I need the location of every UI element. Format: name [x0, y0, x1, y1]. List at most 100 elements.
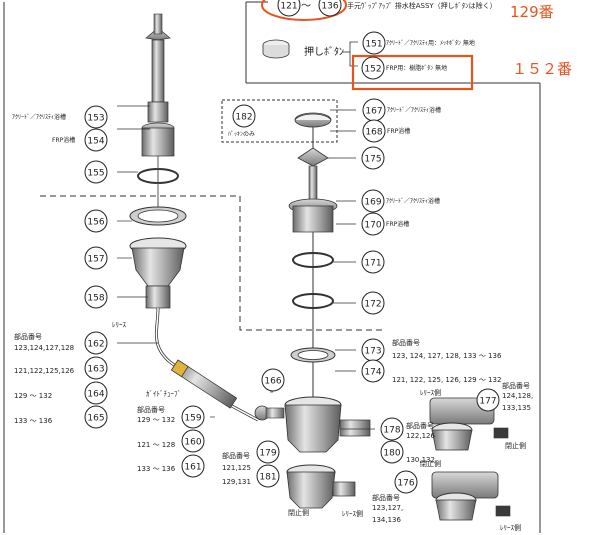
right-mid-title: 部品番号	[392, 338, 420, 347]
g176-title: 部品番号	[372, 493, 400, 502]
guide-group-2: 121 〜 128	[137, 441, 175, 449]
part-note-154: FRP浴槽	[52, 136, 75, 144]
side-notes: 部品番号 123,124,127,128 121,122,125,126 129…	[14, 321, 533, 532]
g177-title: 部品番号	[502, 381, 530, 390]
part-bubble-162	[84, 331, 108, 355]
part-number-158: 158	[87, 293, 104, 303]
g176-b: 134,136	[372, 516, 401, 524]
range-sep: 〜	[301, 1, 311, 12]
highlight-box-152	[351, 54, 474, 91]
left-group-2: 121,122,125,126	[14, 367, 75, 375]
closed-side-a: 閉止側	[288, 508, 309, 517]
closed-side-b: 閉止側	[505, 441, 526, 450]
g178-b: 130,132	[406, 456, 435, 464]
right-button-cap	[294, 112, 332, 150]
part-bubble-165	[84, 405, 108, 429]
part-bubble-152	[361, 56, 385, 80]
left-drain-body	[129, 206, 259, 422]
range-from: 121	[280, 2, 297, 12]
part-bubble-180	[380, 440, 404, 464]
part-bubble-176	[394, 470, 418, 494]
part-bubble-155	[84, 160, 108, 184]
closed-side-c: 閉止側	[420, 459, 441, 468]
part-bubble-172	[361, 291, 385, 315]
part-bubble-170	[361, 212, 385, 236]
frame-lines	[3, 1, 541, 533]
part-number-152: 152	[364, 64, 381, 74]
right-mid-group-2: 121, 122, 125, 126, 129 〜 132	[392, 376, 501, 384]
part-bubble-164	[84, 381, 108, 405]
part-number-180: 180	[383, 448, 400, 458]
release-label-left: ﾚﾘｰｽ	[112, 321, 126, 329]
highlight-129: 129番	[510, 3, 554, 21]
part-number-165: 165	[87, 413, 104, 423]
part-bubble-174	[361, 359, 385, 383]
part-note-168: FRP浴槽	[387, 127, 410, 135]
drain-176	[431, 471, 511, 521]
part-number-171: 171	[364, 258, 381, 268]
assembly-title: 手元ｳﾞｯﾌﾟｱｯﾌﾟ 排水栓ASSY（押しﾎﾞﾀﾝは除く）	[347, 1, 497, 10]
right-drain-column	[284, 147, 371, 453]
g178-a: 122,126	[406, 432, 435, 440]
part-number-177: 177	[479, 396, 496, 406]
part-note-169: ｱｸﾘｰﾄﾞ／ｱｸﾘｽﾃｨ浴槽	[386, 197, 440, 205]
part-note-152: FRP用：樹脂ﾎﾞﾀﾝ 無地	[386, 64, 447, 72]
part-number-162: 162	[87, 339, 104, 349]
part-number-160: 160	[184, 437, 201, 447]
guide-group-3: 133 〜 136	[137, 465, 176, 473]
g177-b: 133,135	[502, 404, 531, 412]
left-group-1: 123,124,127,128	[14, 344, 74, 352]
part-number-167: 167	[365, 106, 382, 116]
part-bubble-181	[256, 464, 280, 488]
part-bubble-182	[232, 104, 256, 128]
part-bubble-177	[476, 388, 500, 412]
part-number-176: 176	[397, 478, 414, 488]
part-bubble-166	[261, 368, 285, 392]
part-number-155: 155	[87, 168, 104, 178]
g179-b: 129,131	[222, 478, 251, 486]
part-bubble-157	[84, 246, 108, 270]
part-bubble-158	[84, 285, 108, 309]
part-bubble-163	[84, 356, 108, 380]
part-number-166: 166	[264, 376, 281, 386]
part-number-153: 153	[87, 113, 104, 123]
part-bubble-179	[256, 440, 280, 464]
part-bubble-151	[362, 31, 386, 55]
g177-a: 124,128,	[502, 392, 533, 400]
part-number-182: 182	[235, 112, 252, 122]
part-bubble-154	[84, 128, 108, 152]
part-bubbles: 151 ｱｸﾘｰﾄﾞ／ｱｸﾘｽﾃｨ用：ﾒｯｷﾎﾞﾀﾝ 無地 152 FRP用：樹脂ﾎﾞ…	[12, 31, 500, 494]
g179-title: 部品番号	[222, 451, 250, 460]
part-number-156: 156	[87, 217, 104, 227]
part-bubble-175	[361, 146, 385, 170]
part-note-151: ｱｸﾘｰﾄﾞ／ｱｸﾘｽﾃｨ用：ﾒｯｷﾎﾞﾀﾝ 無地	[386, 39, 475, 47]
part-note-182: ﾊﾟｯｷﾝのみ	[228, 131, 255, 138]
part-number-151: 151	[365, 39, 382, 49]
part-number-157: 157	[87, 254, 104, 264]
part-note-153: ｱｸﾘｰﾄﾞ／ｱｸﾘｽﾃｨ浴槽	[12, 113, 66, 121]
g179-a: 121,125	[222, 464, 251, 472]
guide-group-1: 129 〜 132	[137, 416, 175, 424]
part-number-178: 178	[383, 425, 400, 435]
release-side-a: ﾚﾘｰｽ側	[342, 509, 363, 518]
part-number-169: 169	[364, 197, 381, 207]
left-part-title: 部品番号	[14, 332, 42, 341]
highlight-152: １５２番	[512, 60, 572, 78]
part-bubble-169	[361, 189, 385, 213]
part-number-168: 168	[365, 127, 382, 137]
part-bubble-153	[84, 105, 108, 129]
drain-179-181	[286, 464, 356, 509]
header-range: 121 〜 136 手元ｳﾞｯﾌﾟｱｯﾌﾟ 排水栓ASSY（押しﾎﾞﾀﾝは除く）	[261, 0, 497, 21]
part-number-175: 175	[364, 154, 381, 164]
part-number-179: 179	[259, 448, 276, 458]
guide-tube-label: ｶﾞｲﾄﾞﾁｭｰﾌﾞ	[146, 390, 181, 398]
part-note-170: FRP浴槽	[386, 220, 409, 228]
part-number-163: 163	[87, 364, 104, 374]
part-bubble-156	[84, 209, 108, 233]
left-group-4: 133 〜 136	[14, 417, 53, 425]
part-number-173: 173	[364, 346, 381, 356]
part-number-159: 159	[184, 413, 201, 423]
guide-title: 部品番号	[137, 405, 165, 414]
part-bubble-178	[380, 417, 404, 441]
